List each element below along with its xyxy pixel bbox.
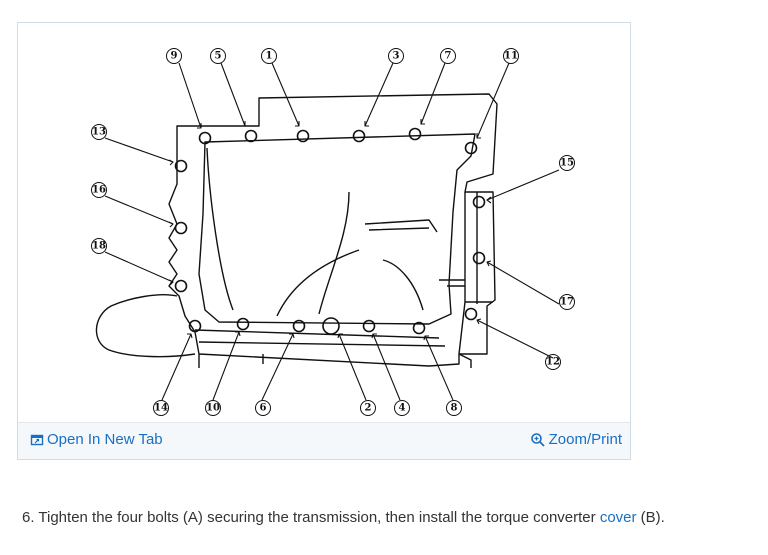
bolt xyxy=(174,279,188,293)
callout-label: 8 xyxy=(446,400,462,416)
oil-pan-bolt-diagram: 9 5 1 3 7 11 13 16 18 15 17 12 14 10 6 2… xyxy=(91,48,575,416)
callout-label: 9 xyxy=(166,48,182,64)
bolt xyxy=(464,307,478,321)
oil-pan-inner-curves xyxy=(206,147,465,317)
svg-text:8: 8 xyxy=(451,403,458,414)
bolt xyxy=(412,321,426,335)
callout-label: 11 xyxy=(503,48,519,64)
callout-label: 18 xyxy=(91,238,107,254)
svg-text:13: 13 xyxy=(92,127,106,138)
svg-text:10: 10 xyxy=(206,403,220,414)
oil-pan-sump-bulge xyxy=(95,294,196,358)
open-in-new-tab-icon xyxy=(30,434,44,445)
svg-text:6: 6 xyxy=(260,403,267,414)
callout-label: 12 xyxy=(545,354,561,370)
svg-text:7: 7 xyxy=(445,51,452,62)
figure-toolbar: Open In New Tab Zoom/Print xyxy=(18,422,630,459)
svg-text:15: 15 xyxy=(560,158,574,169)
callout-label: 1 xyxy=(261,48,277,64)
callout-label: 6 xyxy=(255,400,271,416)
svg-text:3: 3 xyxy=(393,51,400,62)
callout-label: 15 xyxy=(559,155,575,171)
svg-text:18: 18 xyxy=(92,241,106,252)
callout-label: 3 xyxy=(388,48,404,64)
svg-text:9: 9 xyxy=(171,51,178,62)
instruction-text-end: (B). xyxy=(636,509,665,526)
instruction-step: 6. Tighten the four bolts (A) securing t… xyxy=(22,509,665,526)
bolt xyxy=(322,317,340,335)
bolt-group xyxy=(174,127,486,335)
callout-label: 17 xyxy=(559,294,575,310)
oil-pan-inner-outline xyxy=(198,133,476,325)
svg-text:12: 12 xyxy=(546,357,560,368)
cover-link[interactable]: cover xyxy=(599,509,637,526)
bolt xyxy=(472,195,486,209)
zoom-icon xyxy=(530,432,545,447)
svg-text:4: 4 xyxy=(399,403,406,414)
bolt xyxy=(464,141,478,155)
callout-label: 13 xyxy=(91,124,107,140)
instruction-text: 6. Tighten the four bolts (A) securing t… xyxy=(22,509,600,526)
figure-frame: 9 5 1 3 7 11 13 16 18 15 17 12 14 10 6 2… xyxy=(17,22,631,460)
open-in-new-tab-link[interactable]: Open In New Tab xyxy=(30,431,163,448)
open-in-new-tab-label: Open In New Tab xyxy=(47,431,163,448)
bolt xyxy=(174,221,188,235)
bolt xyxy=(296,129,310,143)
svg-text:16: 16 xyxy=(92,185,106,196)
oil-pan-outline xyxy=(168,93,498,367)
svg-text:2: 2 xyxy=(365,403,372,414)
bolt xyxy=(198,131,212,145)
bolt xyxy=(236,317,250,331)
svg-text:1: 1 xyxy=(266,51,273,62)
bolt xyxy=(174,159,188,173)
callout-label: 2 xyxy=(360,400,376,416)
callout-label: 16 xyxy=(91,182,107,198)
callout-label: 4 xyxy=(394,400,410,416)
callout-label: 5 xyxy=(210,48,226,64)
svg-text:14: 14 xyxy=(154,403,168,414)
svg-text:11: 11 xyxy=(504,51,518,62)
leader-lines xyxy=(104,62,560,401)
bolt xyxy=(362,319,376,333)
zoom-print-link[interactable]: Zoom/Print xyxy=(530,431,622,448)
zoom-print-label: Zoom/Print xyxy=(548,431,622,448)
svg-text:17: 17 xyxy=(560,297,574,308)
oil-pan-lower-rail xyxy=(194,329,472,368)
callout-label: 10 xyxy=(205,400,221,416)
bolt xyxy=(352,129,366,143)
bolt xyxy=(188,319,202,333)
bolt xyxy=(472,251,486,265)
bolt xyxy=(408,127,422,141)
svg-text:5: 5 xyxy=(215,51,222,62)
callout-label: 14 xyxy=(153,400,169,416)
callout-label: 7 xyxy=(440,48,456,64)
oil-pan-right-extension xyxy=(458,192,493,355)
callout-labels: 9 5 1 3 7 11 13 16 18 15 17 12 14 10 6 2… xyxy=(91,48,575,416)
bolt xyxy=(244,129,258,143)
bolt xyxy=(292,319,306,333)
